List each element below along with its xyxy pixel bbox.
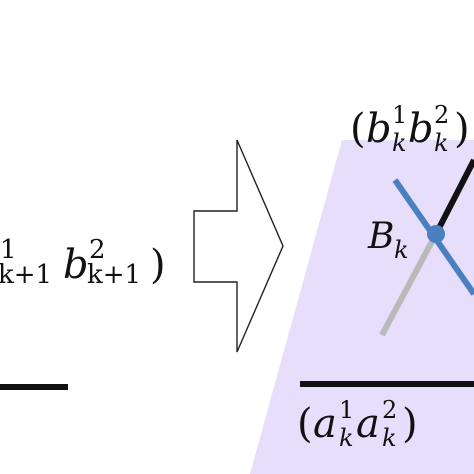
left-label-b2-letter: b <box>63 242 89 288</box>
point-bk <box>427 225 445 243</box>
left-label-b2-sup: 2 <box>89 235 106 265</box>
left-label-b2-sub: k+1 <box>87 260 141 290</box>
bottom-label: ( a 1 k a 2 k ) <box>297 396 418 452</box>
top-label-b2-sub: k <box>434 129 449 157</box>
shaded-region <box>250 140 474 474</box>
bottom-label-open: ( <box>297 401 313 447</box>
bottom-label-a2-sup: 2 <box>382 396 397 424</box>
top-label-open: ( <box>350 106 366 152</box>
left-label: 1 k+1 b 2 k+1 ) <box>0 235 166 290</box>
point-label: B k <box>367 216 409 264</box>
top-label-b2-sup: 2 <box>434 101 449 129</box>
bottom-label-close: ) <box>402 401 418 447</box>
top-label: ( b 1 k b 2 k ) <box>350 101 470 157</box>
gray-line <box>379 232 439 337</box>
top-label-b2-letter: b <box>408 106 434 152</box>
black-segment <box>433 158 474 236</box>
point-label-letter: B <box>367 216 394 257</box>
left-label-b1-sub: k+1 <box>0 260 52 290</box>
left-label-close: ) <box>150 242 166 288</box>
bottom-label-a2-letter: a <box>356 401 380 447</box>
top-label-b1-letter: b <box>366 106 392 152</box>
right-block-arrow-icon <box>193 139 284 353</box>
bottom-label-a1-sub: k <box>339 424 354 452</box>
top-label-b1-sub: k <box>392 129 407 157</box>
top-label-b1-sup: 1 <box>392 101 407 129</box>
left-label-b1-sup: 1 <box>0 235 17 265</box>
bottom-label-a1-sup: 1 <box>339 396 354 424</box>
bottom-label-a2-sub: k <box>382 424 397 452</box>
bottom-label-a1-letter: a <box>313 401 337 447</box>
top-label-close: ) <box>454 106 470 152</box>
point-label-sub: k <box>394 236 409 264</box>
